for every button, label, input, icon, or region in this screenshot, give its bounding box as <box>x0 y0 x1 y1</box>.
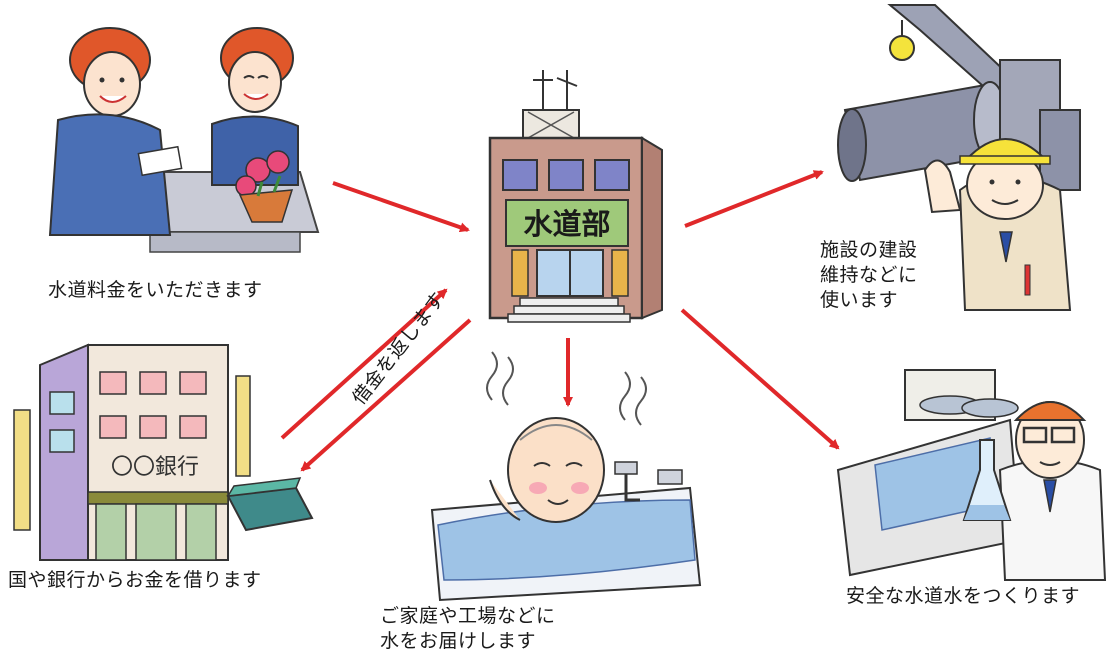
construction-worker-illustration-icon <box>837 4 1081 311</box>
bank-building-illustration-icon <box>13 343 314 561</box>
facilities-caption-line: 施設の建設 <box>820 239 918 261</box>
safe-water-caption: 安全な水道水をつくります <box>846 585 1081 607</box>
bank-borrow-caption: 国や銀行からお金を借ります <box>8 569 262 591</box>
arrow-bank-to-department <box>280 288 448 440</box>
flow-arrows <box>280 170 840 472</box>
water-department-building-icon <box>488 70 663 323</box>
arrow-department-to-treatment <box>680 308 840 450</box>
deliver-caption-line: 水をお届けします <box>380 630 537 652</box>
facilities-caption: 施設の建設 維持などに 使います <box>820 238 918 313</box>
facilities-caption-line: 使います <box>820 289 899 311</box>
arrow-fee-to-department <box>332 181 470 233</box>
deliver-caption-line: ご家庭や工場などに <box>380 605 556 627</box>
arrow-department-to-facilities <box>684 170 824 228</box>
fee-caption: 水道料金をいただきます <box>48 279 263 301</box>
customers-paying-illustration-icon <box>48 27 320 253</box>
bank-sign-text: 〇〇銀行 <box>111 455 199 480</box>
deliver-caption: ご家庭や工場などに 水をお届けします <box>380 604 556 654</box>
bathing-man-illustration-icon <box>430 351 702 602</box>
facilities-caption-line: 維持などに <box>820 264 918 286</box>
water-treatment-worker-illustration-icon <box>836 369 1107 581</box>
department-sign-text: 水道部 <box>523 207 610 241</box>
arrow-department-to-bank <box>300 318 472 472</box>
